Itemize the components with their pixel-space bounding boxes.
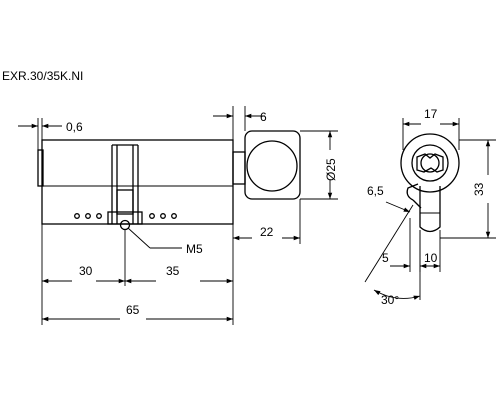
dim-front-width-label: 17 — [424, 107, 438, 121]
dim-right-label: 35 — [166, 264, 180, 278]
dim-cam-radius-label: 6,5 — [367, 184, 384, 198]
dim-knob-diameter-label: Ø25 — [324, 158, 338, 181]
dim-angle: 30° — [364, 204, 421, 307]
dim-10-label: 10 — [424, 251, 438, 265]
dim-angle-label: 30° — [381, 293, 399, 307]
dim-left-label: 30 — [79, 264, 93, 278]
dim-knob-depth-label: 6 — [260, 110, 267, 124]
dim-total-label: 65 — [126, 303, 140, 317]
dim-gap: 0,6 — [18, 118, 83, 150]
thumb-knob — [232, 130, 301, 200]
dim-knob-length-label: 22 — [260, 225, 274, 239]
dim-gap-label: 0,6 — [66, 120, 83, 134]
thread-callout: M5 — [127, 227, 203, 256]
dim-knob-length: 22 — [232, 199, 301, 244]
dim-split: 30 35 — [41, 224, 234, 325]
dim-front-height-label: 33 — [472, 182, 486, 196]
dim-front-width: 17 — [402, 107, 460, 150]
dim-front-bottom: 5 10 — [382, 218, 441, 272]
dim-front-height: 33 — [440, 139, 496, 239]
cylinder-front-view — [400, 133, 460, 233]
thread-label: M5 — [186, 242, 203, 256]
screw-hole — [119, 219, 131, 231]
dim-total: 65 — [42, 303, 233, 322]
dim-knob-depth: 6 — [213, 106, 267, 150]
dim-5-label: 5 — [382, 251, 389, 265]
dim-knob-diameter: Ø25 — [300, 130, 338, 200]
dim-cam-radius: 6,5 — [367, 184, 411, 213]
cylinder-side-view — [37, 139, 234, 231]
model-title: EXR.30/35K.NI — [2, 69, 83, 83]
